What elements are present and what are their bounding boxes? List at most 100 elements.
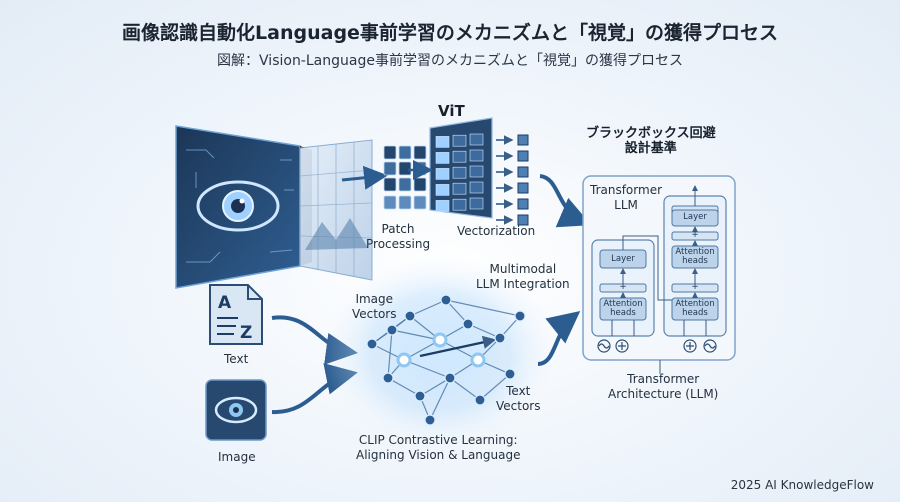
vectorization-label: Vectorization (457, 224, 536, 238)
patch-tile (383, 161, 397, 176)
network-edge (445, 299, 521, 317)
network-node (504, 368, 516, 380)
network-edge (391, 329, 441, 341)
transformer-llm-label: Transformer LLM (590, 183, 663, 212)
multimodal-label: Multimodal LLM Integration (476, 262, 570, 291)
network-node (424, 414, 436, 426)
network-edge (479, 373, 511, 401)
patch-tile (398, 177, 412, 192)
vector-outputs (496, 134, 529, 226)
page-subtitle: 図解：Vision-Language事前学習のメカニズムと「視覚」の獲得プロセス (217, 53, 683, 69)
network-edge (419, 377, 451, 397)
patch-tile (398, 145, 412, 160)
vit-cell (452, 198, 467, 211)
vit-cell (469, 165, 484, 178)
patch-tile (383, 177, 397, 192)
alignment-arrow (419, 335, 497, 358)
image-input-label: Image (218, 450, 256, 464)
network-node (444, 372, 456, 384)
patch-processing-label: Patch Processing (366, 222, 431, 251)
network-node (386, 324, 398, 336)
attention-label: Attention heads (675, 299, 715, 318)
network-edge (429, 377, 451, 421)
footer-credit: 2025 AI KnowledgeFlow (730, 478, 874, 492)
clip-caption: CLIP Contrastive Learning: Aligning Visi… (356, 433, 521, 462)
flow-arrow (341, 165, 388, 190)
network-node (396, 352, 412, 368)
flow-arrow-network-to-transformer (537, 310, 581, 366)
vit-cell (435, 200, 450, 212)
vit-cell (452, 166, 467, 179)
vector-square (517, 150, 529, 162)
svg-text:A: A (218, 293, 232, 313)
svg-text:Z: Z (240, 323, 252, 343)
clip-neural-network (366, 294, 526, 426)
attention-label: Attention heads (603, 299, 643, 318)
vit-matrix-panel (429, 117, 493, 219)
image-vectors-label: Image Vectors (352, 292, 397, 321)
patch-tile (383, 145, 397, 160)
vit-cell (469, 149, 484, 162)
network-edge (409, 299, 447, 317)
image-eye-icon (205, 379, 267, 441)
add-norm-label: + (691, 230, 699, 240)
vit-cell (435, 184, 450, 196)
network-node (470, 352, 486, 368)
network-node (404, 310, 416, 322)
patch-tile (413, 177, 427, 192)
text-input-label: Text (224, 352, 249, 366)
network-edge (403, 359, 451, 379)
vit-cell (469, 181, 484, 194)
network-node (440, 294, 452, 306)
network-edge (449, 377, 481, 401)
add-norm-label: + (691, 282, 699, 292)
vector-square (517, 198, 529, 210)
transformer-arch-label: Transformer Architecture (LLM) (608, 372, 719, 401)
positional-encoding-icon (597, 339, 717, 353)
network-edge (387, 329, 393, 379)
vit-cell (469, 133, 484, 146)
network-node (414, 390, 426, 402)
vit-cell (435, 152, 450, 164)
network-edge (467, 323, 501, 339)
blackbox-label: ブラックボックス回避 設計基準 (586, 126, 716, 156)
patch-grid (383, 145, 427, 210)
vit-label: ViT (438, 102, 465, 120)
vector-square (517, 182, 529, 194)
network-edge (387, 377, 421, 397)
network-node (366, 338, 378, 350)
vector-square (517, 134, 529, 146)
layer-label: Layer (683, 212, 707, 222)
layer-label: Layer (611, 254, 635, 264)
patch-tile (413, 145, 427, 160)
patch-tile (398, 161, 412, 176)
text-vectors-label: Text Vectors (496, 384, 541, 413)
patch-tile (383, 195, 397, 210)
network-node (382, 372, 394, 384)
text-document-icon: A Z (209, 284, 263, 345)
vit-cell (435, 168, 450, 180)
eye-circuit-icon (175, 125, 312, 289)
vit-cell (452, 182, 467, 195)
vector-square (517, 166, 529, 178)
vit-cell (452, 150, 467, 163)
attention-label: Attention heads (675, 247, 715, 266)
network-node (474, 394, 486, 406)
page-title: 画像認識自動化Language事前学習のメカニズムと「視覚」の獲得プロセス (122, 22, 778, 44)
add-norm-label: + (619, 282, 627, 292)
patch-tile (413, 161, 427, 176)
patch-tile (398, 195, 412, 210)
network-node (462, 318, 474, 330)
flow-arrow-to-transformer (539, 174, 592, 228)
network-node (514, 310, 526, 322)
network-node (432, 332, 448, 348)
image-grid-panel (299, 139, 373, 281)
network-node (494, 332, 506, 344)
vit-cell (469, 197, 484, 210)
patch-tile (413, 195, 427, 210)
vit-cell (452, 134, 467, 147)
vit-cell (435, 136, 450, 148)
vector-square (517, 214, 529, 226)
